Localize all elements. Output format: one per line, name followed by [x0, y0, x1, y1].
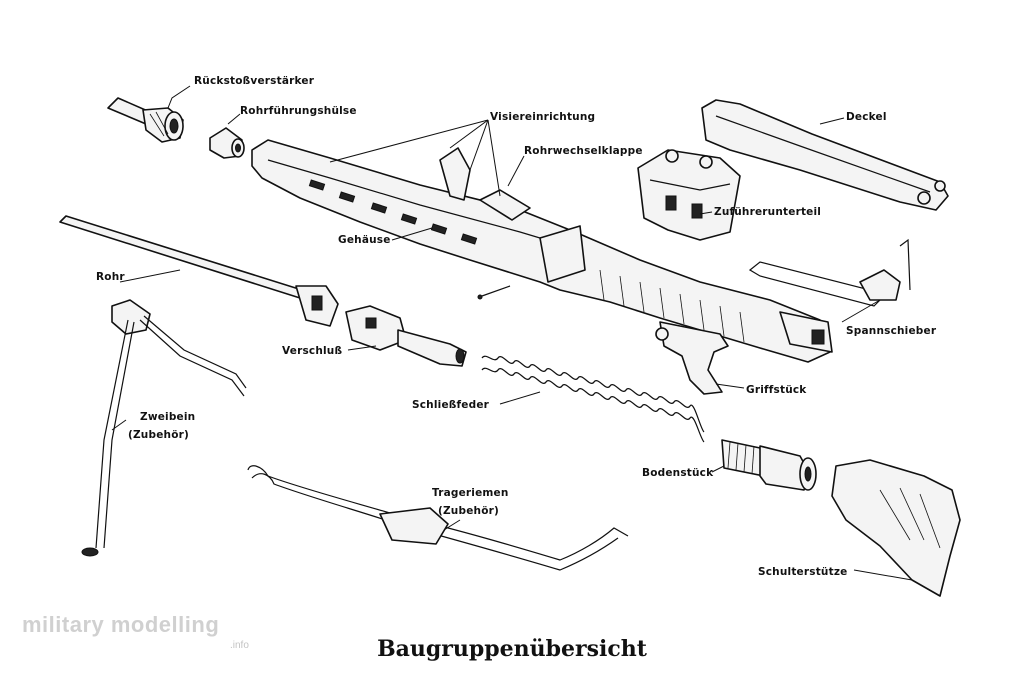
label-rohrwechselklappe: Rohrwechselklappe — [524, 145, 643, 157]
label-schulterstuetze: Schulterstütze — [758, 566, 847, 578]
label-bodenstueck: Bodenstück — [642, 467, 714, 479]
label-rohrfuehrungshuelse: Rohrführungshülse — [240, 105, 357, 117]
verschluss-part — [345, 305, 467, 367]
label-deckel: Deckel — [846, 111, 887, 123]
watermark-suffix: .info — [230, 640, 249, 651]
label-griffstueck: Griffstück — [746, 384, 807, 396]
label-gehaeuse: Gehäuse — [338, 234, 391, 246]
label-traegeriemen-note: (Zubehör) — [438, 505, 499, 517]
zufuehrerunterteil-part — [637, 149, 741, 241]
label-rohr: Rohr — [96, 271, 125, 283]
bodenstueck-part — [721, 439, 817, 491]
zweibein-part — [81, 299, 247, 557]
label-zufuehrerunterteil: Zuführerunterteil — [714, 206, 821, 218]
label-verschluss: Verschluß — [282, 345, 342, 357]
rohr-part — [59, 215, 339, 327]
schulterstuetze-part — [831, 459, 961, 597]
schliessfeder-part — [481, 355, 705, 443]
griffstueck-part — [655, 321, 729, 395]
rohrfuehrungshuelse-part — [209, 127, 245, 159]
rueckstossverstaerker-part — [107, 97, 184, 143]
label-rueckstossverstaerker: Rückstoßverstärker — [194, 75, 315, 87]
label-zweibein: Zweibein — [140, 411, 195, 423]
label-zweibein-note: (Zubehör) — [128, 429, 189, 441]
pin-part — [477, 285, 511, 300]
deckel-part — [701, 99, 949, 211]
label-spannschieber: Spannschieber — [846, 325, 937, 337]
label-schliessfeder: Schließfeder — [412, 399, 490, 411]
spannschieber-part — [748, 238, 911, 307]
visiereinrichtung-part — [439, 147, 531, 221]
page-title: Baugruppenübersicht — [377, 636, 647, 662]
traegeriemen-part — [247, 465, 629, 571]
label-visiereinrichtung: Visiereinrichtung — [490, 111, 595, 123]
label-traegeriemen: Trageriemen — [432, 487, 509, 499]
watermark-logo: military modelling — [22, 612, 220, 637]
gehaeuse-part — [251, 139, 833, 363]
